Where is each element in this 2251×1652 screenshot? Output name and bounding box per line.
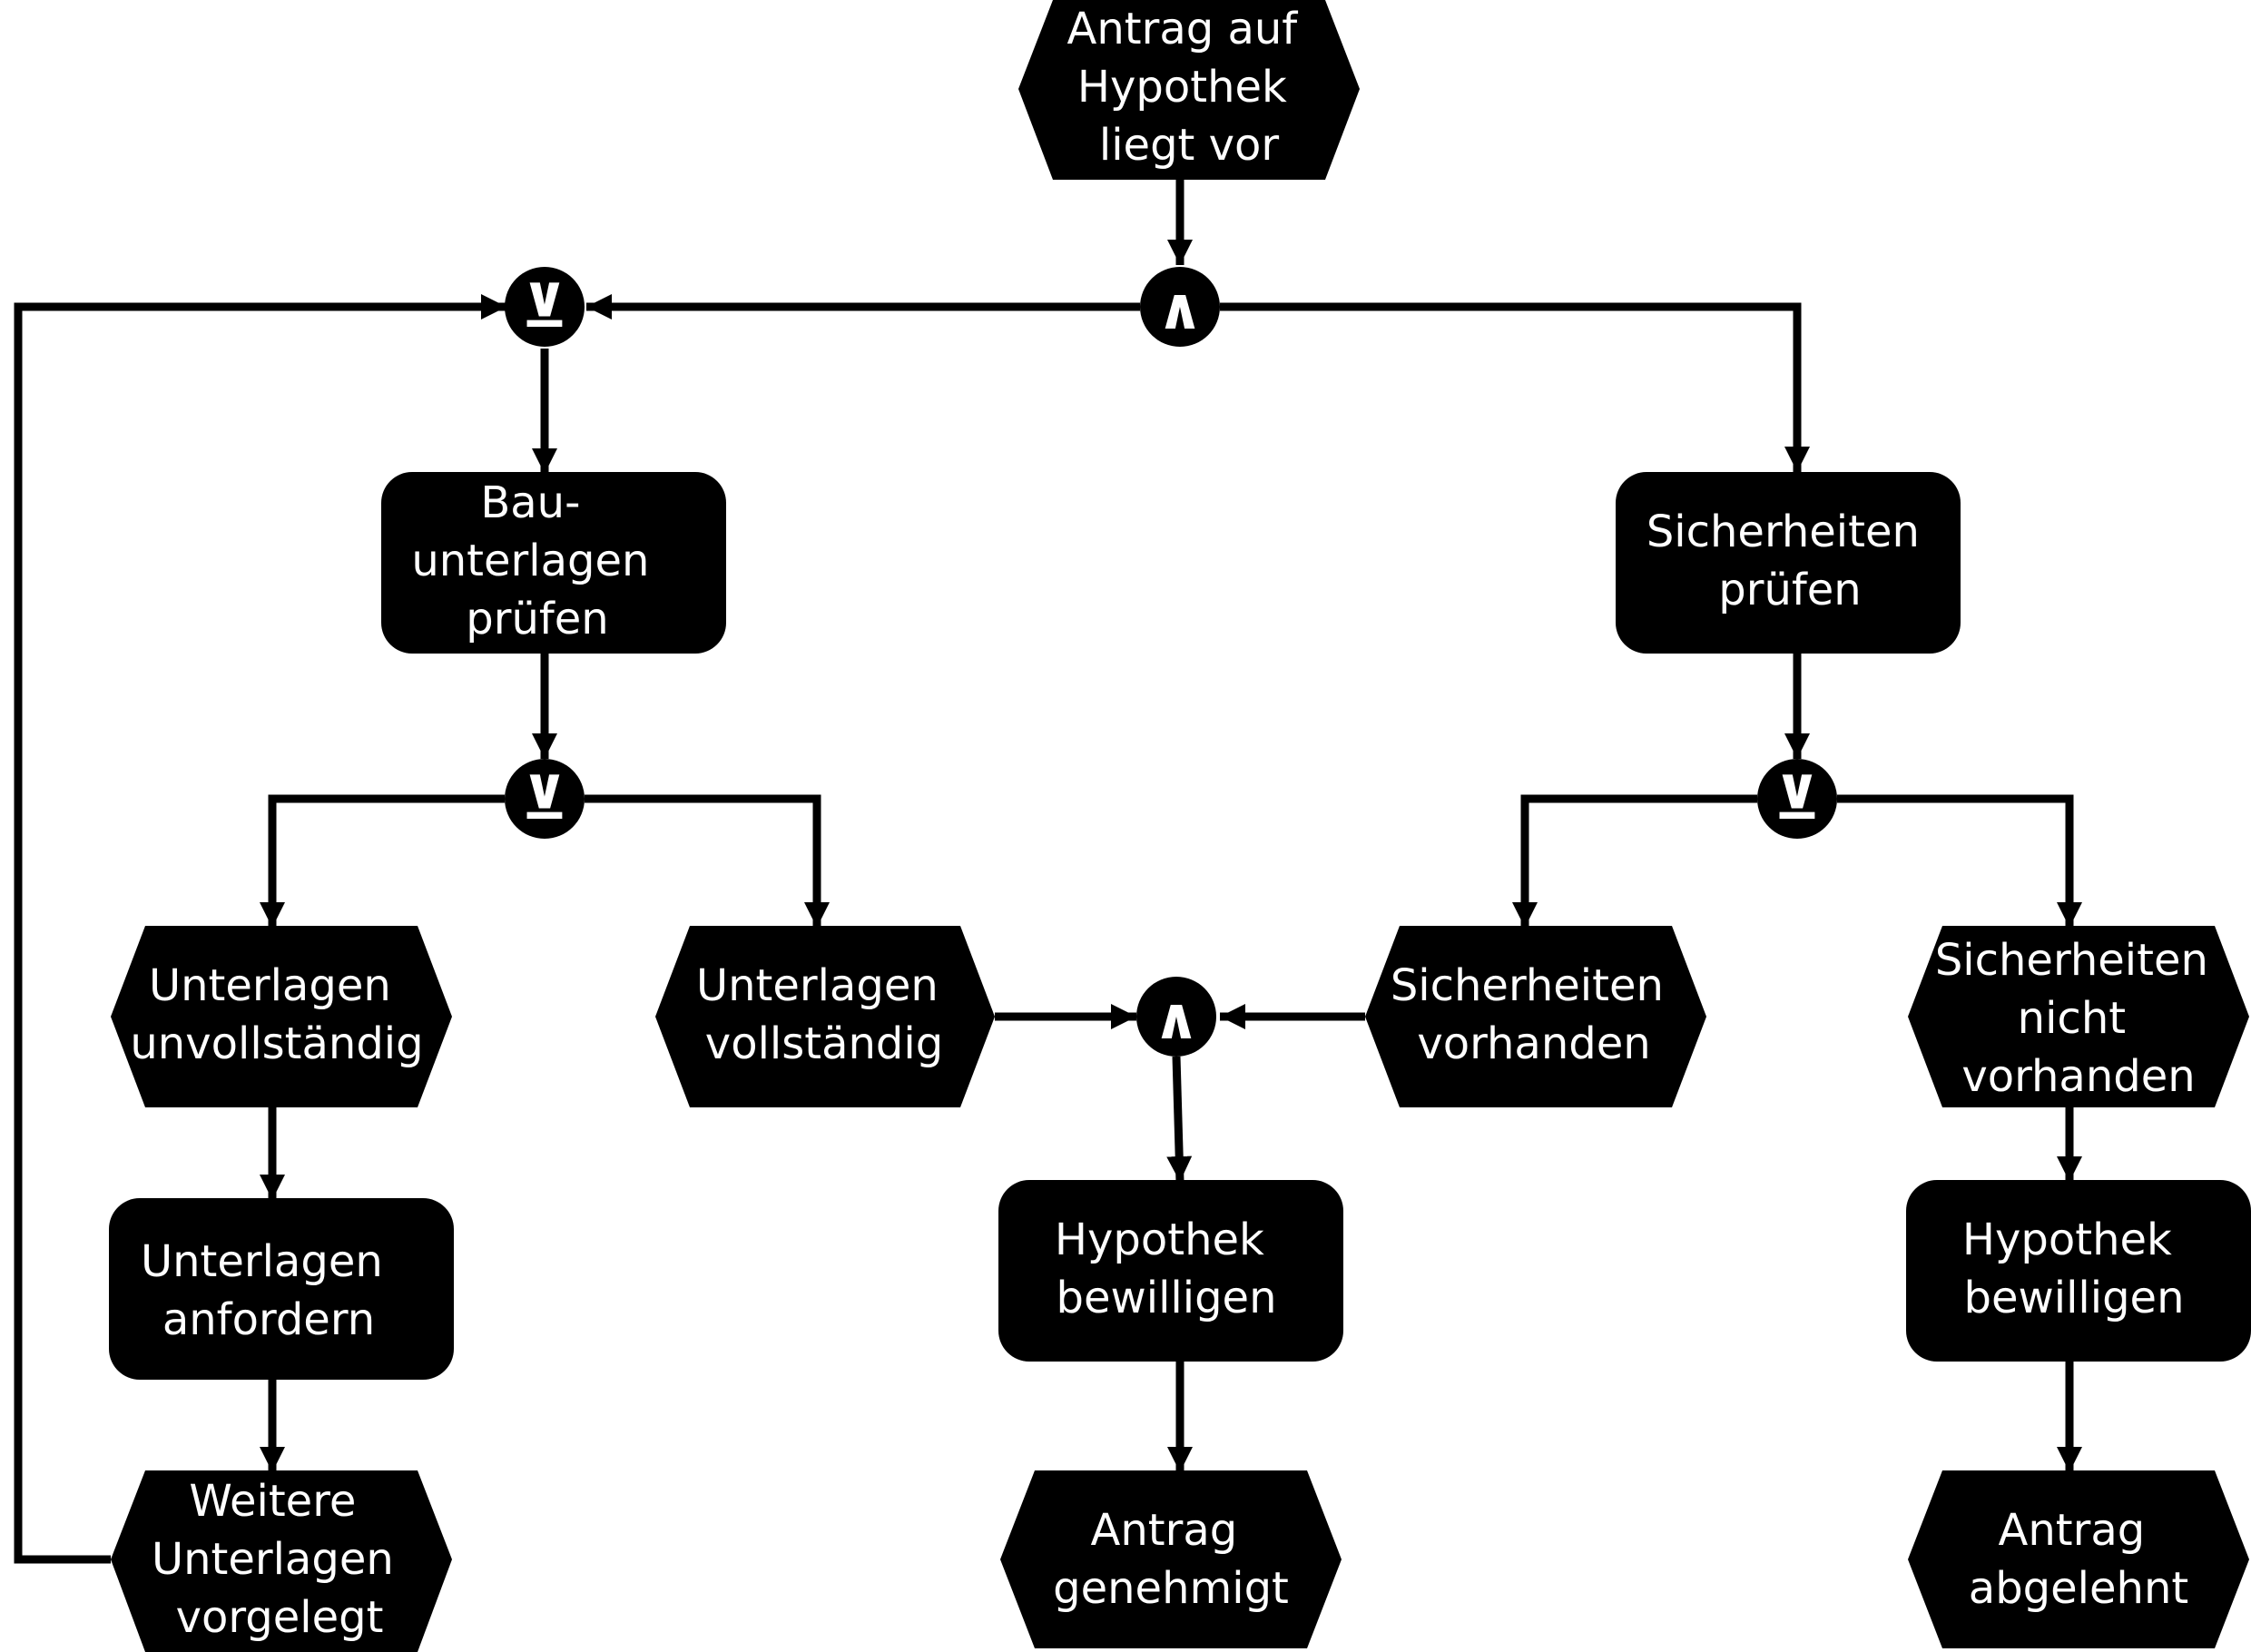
event-request-approved-line-1: Antrag — [1091, 1505, 1238, 1556]
svg-text:Unterlagen unvollständig: Unterlagen unvollständig — [130, 960, 423, 1069]
connector-xor-split-securities: ⊻ — [1757, 759, 1837, 839]
connector-and-split-top: ∧ — [1140, 267, 1220, 347]
event-start: Antrag auf Hypothek liegt vor — [1018, 0, 1360, 180]
function-approve-mortgage-center: Hypothek bewilligen — [998, 1180, 1343, 1362]
svg-text:Weitere Unterlagen: Weitere Unterlagen vorgelegt — [152, 1476, 408, 1643]
connector-and-join-center-symbol: ∧ — [1153, 986, 1200, 1053]
event-docs-incomplete-line-2: unvollständig — [130, 1018, 423, 1069]
event-start-line-3: liegt vor — [1099, 120, 1280, 171]
function-approve-mortgage-center-line-2: bewilligen — [1056, 1273, 1276, 1323]
edge-xor-split-to-securities-available — [1512, 794, 1757, 928]
event-request-rejected-line-2: abgelehnt — [1969, 1563, 2188, 1614]
event-more-documents-submitted: Weitere Unterlagen vorgelegt — [111, 1470, 452, 1652]
svg-text:Hypothek bewilligen: Hypothek bewilligen — [1962, 1214, 2186, 1323]
connector-xor-merge-left-symbol: ⊻ — [521, 274, 568, 341]
svg-text:Sicherheiten prüfen: Sicherheiten prüfen — [1646, 506, 1933, 615]
event-docs-complete-line-1: Unterlagen — [696, 960, 939, 1011]
svg-text:Unterlagen vollständig: Unterlagen vollständig — [696, 960, 952, 1069]
svg-text:Hypothek bewilligen: Hypothek bewilligen — [1055, 1214, 1278, 1323]
svg-text:Antrag auf Hypothek: Antrag auf Hypothek liegt vor — [1067, 4, 1312, 171]
edge-and-split-to-check-securities — [1220, 302, 1810, 472]
edge-xor-split-to-docs-complete — [585, 794, 830, 928]
svg-text:Sicherheiten nicht: Sicherheiten nicht vorhanden — [1935, 935, 2222, 1102]
event-request-approved-line-2: genehmigt — [1053, 1563, 1289, 1614]
edges — [14, 180, 2082, 1564]
connector-xor-split-docs-symbol: ⊻ — [521, 766, 568, 833]
svg-text:Bau- unterlagen pr: Bau- unterlagen prüfen — [411, 477, 663, 644]
event-securities-not-available-line-1: Sicherheiten — [1935, 935, 2208, 986]
svg-text:Antrag abgelehnt: Antrag abgelehnt — [1969, 1505, 2188, 1614]
event-more-documents-line-3: vorgelegt — [176, 1592, 384, 1643]
function-check-documents-line-1: Bau- — [480, 477, 580, 528]
event-securities-available-line-1: Sicherheiten — [1391, 960, 1664, 1011]
event-securities-not-available-line-2: nicht — [2018, 993, 2126, 1044]
event-securities-available: Sicherheiten vorhanden — [1365, 926, 1706, 1107]
edge-xor-split-to-securities-not-available — [1837, 794, 2082, 928]
connector-and-split-top-symbol: ∧ — [1156, 276, 1204, 343]
svg-text:Unterlagen anfordern: Unterlagen anfordern — [141, 1236, 397, 1345]
function-approve-mortgage-right-line-1: Hypothek — [1962, 1214, 2172, 1265]
event-request-approved: Antrag genehmigt — [1000, 1470, 1342, 1648]
function-check-securities: Sicherheiten prüfen — [1616, 472, 1961, 654]
function-approve-mortgage-center-line-1: Hypothek — [1055, 1214, 1264, 1265]
event-docs-incomplete-line-1: Unterlagen — [149, 960, 391, 1011]
connector-xor-split-docs: ⊻ — [505, 759, 585, 839]
function-check-documents-line-3: prüfen — [466, 594, 608, 644]
event-more-documents-line-2: Unterlagen — [152, 1534, 394, 1585]
edge-and-join-to-approve-mortgage — [1166, 1056, 1193, 1183]
event-docs-incomplete: Unterlagen unvollständig — [111, 926, 452, 1107]
function-request-documents-line-1: Unterlagen — [141, 1236, 383, 1287]
event-start-line-2: Hypothek — [1077, 62, 1287, 113]
edge-loop-back-to-xor-merge — [14, 294, 506, 1564]
function-request-documents: Unterlagen anfordern — [109, 1198, 454, 1380]
connector-and-join-center: ∧ — [1136, 977, 1216, 1057]
function-approve-mortgage-right-line-2: bewilligen — [1963, 1273, 2184, 1323]
edge-xor-split-to-docs-incomplete — [260, 794, 505, 928]
event-securities-not-available: Sicherheiten nicht vorhanden — [1908, 926, 2249, 1107]
event-start-line-1: Antrag auf — [1067, 4, 1299, 54]
event-securities-available-line-2: vorhanden — [1417, 1018, 1650, 1069]
event-docs-complete: Unterlagen vollständig — [655, 926, 995, 1107]
function-check-documents: Bau- unterlagen prüfen — [381, 472, 726, 654]
connector-xor-split-securities-symbol: ⊻ — [1774, 766, 1821, 833]
function-check-documents-line-2: unterlagen — [411, 536, 649, 586]
event-docs-complete-line-2: vollständig — [705, 1018, 943, 1069]
event-more-documents-line-1: Weitere — [189, 1476, 356, 1527]
svg-text:Antrag genehmigt: Antrag genehmigt — [1053, 1505, 1289, 1614]
function-approve-mortgage-right: Hypothek bewilligen — [1906, 1180, 2251, 1362]
function-check-securities-line-1: Sicherheiten — [1646, 506, 1920, 557]
connector-xor-merge-left: ⊻ — [505, 267, 585, 347]
svg-text:Sicherheiten vorhanden: Sicherheiten vorhanden — [1391, 960, 1677, 1069]
function-check-securities-line-2: prüfen — [1718, 565, 1861, 615]
event-securities-not-available-line-3: vorhanden — [1961, 1051, 2195, 1102]
function-request-documents-line-2: anfordern — [162, 1294, 375, 1345]
event-request-rejected: Antrag abgelehnt — [1908, 1470, 2249, 1648]
event-request-rejected-line-1: Antrag — [1999, 1505, 2146, 1556]
